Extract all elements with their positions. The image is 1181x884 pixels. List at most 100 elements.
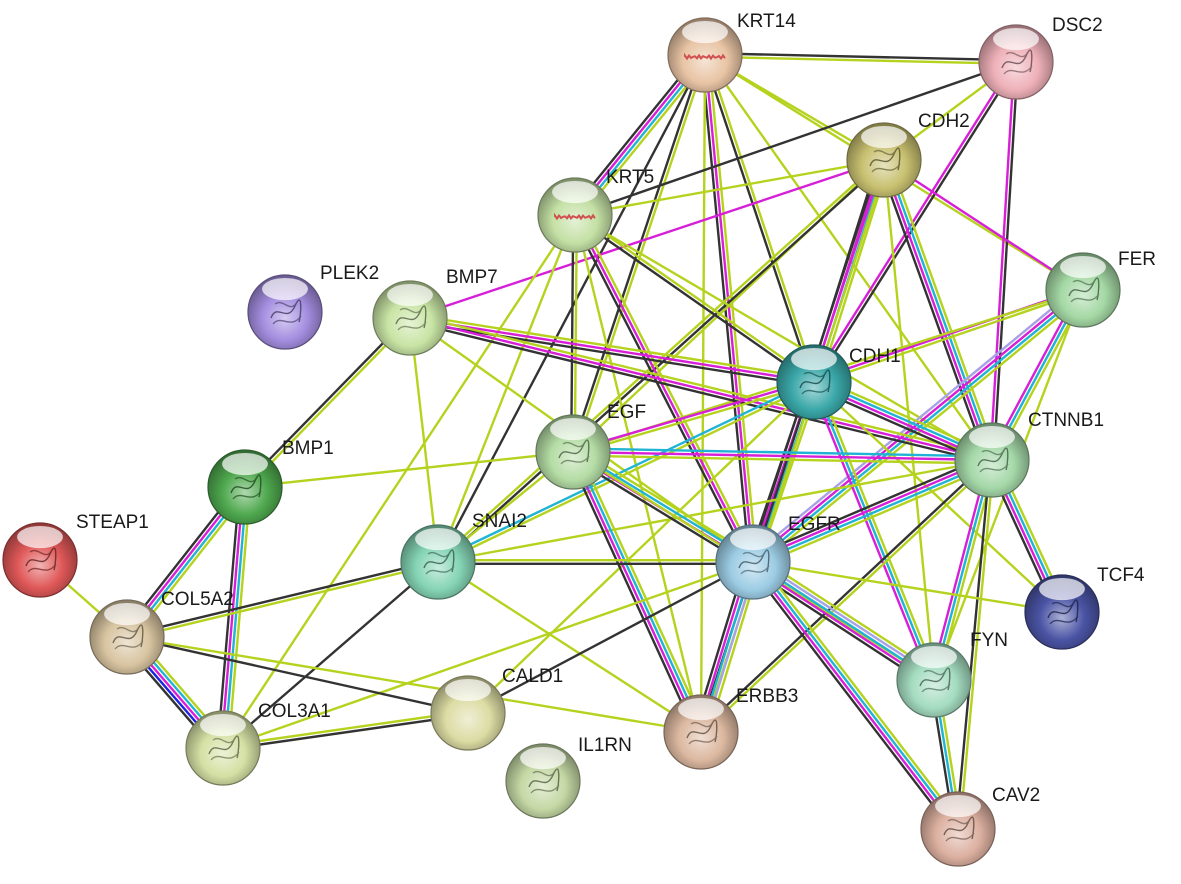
node-highlight [387,283,433,307]
node-krt14[interactable] [667,17,743,93]
node-cav2[interactable] [920,791,996,867]
edge-line-black [216,485,241,749]
edge-line-black [407,320,993,465]
node-erbb3[interactable] [663,694,739,770]
edge-line-yellow-green [408,316,440,564]
node-label-plek2: PLEK2 [320,263,379,284]
edge-line-black [702,54,814,384]
node-il1rn[interactable] [505,743,581,819]
edge-line-cyan [752,460,994,565]
node-col3a1[interactable] [185,710,261,786]
edge-bmp1-col3a1 [216,485,252,750]
edge-line-black [814,61,1019,385]
edge-line-magenta [571,379,815,452]
node-cdh1[interactable] [776,344,852,420]
node-snai2[interactable] [400,524,476,600]
node-highlight [552,180,598,204]
node-fer[interactable] [1045,252,1121,328]
edge-snai2-erbb3 [436,560,703,734]
protein-structure-icon [395,305,427,331]
edge-line-black [698,457,992,732]
node-cdh2[interactable] [846,122,922,198]
edge-line-yellow-green [705,53,817,383]
edge-line-black [572,215,815,385]
edge-line-cyan [932,458,994,682]
edge-ctnnb1-egfr [749,453,996,569]
node-label-tcf4: TCF4 [1097,565,1145,586]
node-bmp7[interactable] [372,280,448,356]
edge-krt5-col3a1 [221,213,577,750]
edge-line-yellow-green [243,450,575,489]
node-highlight [445,678,491,702]
node-label-cdh2: CDH2 [918,111,970,132]
protein-structure-icon [423,549,455,575]
node-cald1[interactable] [430,675,506,751]
edge-line-cyan [436,379,815,562]
protein-structure-icon [799,369,831,395]
node-ctnnb1[interactable] [954,422,1030,498]
node-tcf4[interactable] [1024,574,1100,650]
node-label-krt5: KRT5 [606,167,654,188]
edge-bmp7-ctnnb1 [407,313,995,465]
edge-line-yellow-green [409,313,816,380]
node-label-il1rn: IL1RN [578,735,632,756]
node-label-cald1: CALD1 [502,666,563,687]
protein-structure-icon [686,719,718,745]
edge-krt14-cdh1 [702,53,817,384]
edge-egfr-cav2 [747,557,964,834]
node-fyn[interactable] [896,642,972,718]
edge-line-magenta [881,159,992,462]
edge-dsc2-ctnnb1 [989,60,1019,462]
edge-line-lavender [748,284,1081,560]
edge-line-yellow-green [887,156,999,460]
protein-structure-icon [738,549,770,575]
edge-cdh2-krt5 [573,158,886,217]
edge-line-yellow-green [751,560,1064,614]
node-highlight [730,527,776,551]
node-col5a2[interactable] [89,599,165,675]
edge-line-black [992,60,1019,462]
edge-cdh1-snai2 [436,379,816,565]
node-highlight [200,713,246,737]
edge-line-black [242,315,410,487]
node-steap1[interactable] [2,522,78,598]
node-egf[interactable] [535,414,611,490]
node-plek2[interactable] [247,274,323,350]
edge-cdh1-cald1 [466,380,816,715]
edge-line-yellow-green [227,486,252,750]
edge-line-cyan [573,450,704,733]
edge-krt5-erbb3 [573,213,703,734]
edge-line-black [573,60,1018,217]
coiled-coil-structure-icon [554,212,596,221]
edge-line-yellow-green [126,562,440,640]
node-label-steap1: STEAP1 [76,512,149,533]
edge-line-yellow-green [573,213,578,454]
node-highlight [791,347,837,371]
protein-structure-icon [869,147,901,173]
node-label-snai2: SNAI2 [472,511,527,532]
edge-krt5-egf [570,213,578,454]
node-dsc2[interactable] [978,24,1054,100]
edge-snai2-egfr [436,559,755,565]
edge-cdh2-bmp7 [408,158,886,320]
node-highlight [222,452,268,476]
edge-egf-bmp1 [243,450,575,489]
edge-line-cyan [753,559,961,830]
node-highlight [550,417,596,441]
edge-line-black [749,453,992,559]
edge-line-magenta [570,451,701,734]
node-bmp1[interactable] [207,449,283,525]
protein-structure-icon [1068,277,1100,303]
node-egfr[interactable] [715,524,791,600]
edge-line-yellow-green [572,382,816,455]
node-label-cdh1: CDH1 [849,346,901,367]
edge-line-black [408,320,815,387]
edge-line-yellow-green [703,55,1018,65]
edge-egf-erbb3 [566,448,708,736]
node-krt5[interactable] [537,177,613,253]
protein-structure-icon [919,667,951,693]
edge-egfr-tcf4 [751,560,1064,614]
node-highlight [1039,577,1085,601]
protein-structure-icon [1047,599,1079,625]
edge-egfr-cald1 [466,560,755,715]
